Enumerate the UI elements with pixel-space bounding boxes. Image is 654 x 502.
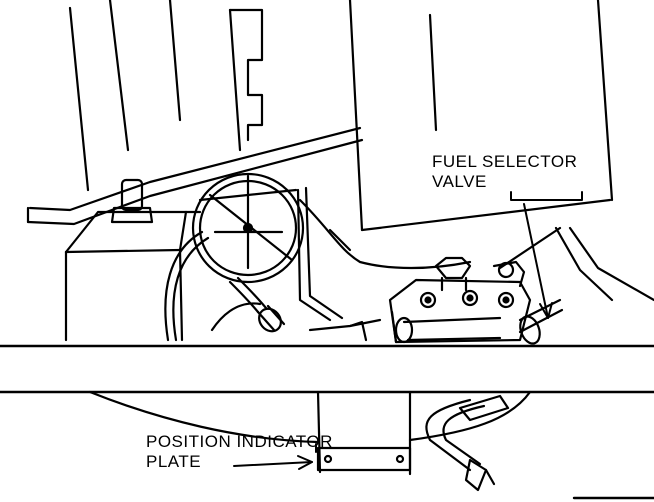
fuel-tank — [66, 212, 200, 340]
rod-clamp — [112, 180, 152, 222]
callout-line-2: VALVE — [432, 172, 577, 192]
selector-valve-assembly — [350, 258, 562, 346]
callout-line-2: PLATE — [146, 452, 333, 472]
fuel-filter-bowl — [193, 174, 342, 320]
leader-lines — [234, 192, 582, 469]
callout-line-1: FUEL SELECTOR — [432, 152, 577, 172]
callout-line-1: POSITION INDICATOR — [146, 432, 333, 452]
callout-position-indicator-plate: POSITION INDICATOR PLATE — [146, 432, 333, 472]
frame-rails — [0, 346, 654, 392]
callout-fuel-selector-valve: FUEL SELECTOR VALVE — [432, 152, 577, 192]
